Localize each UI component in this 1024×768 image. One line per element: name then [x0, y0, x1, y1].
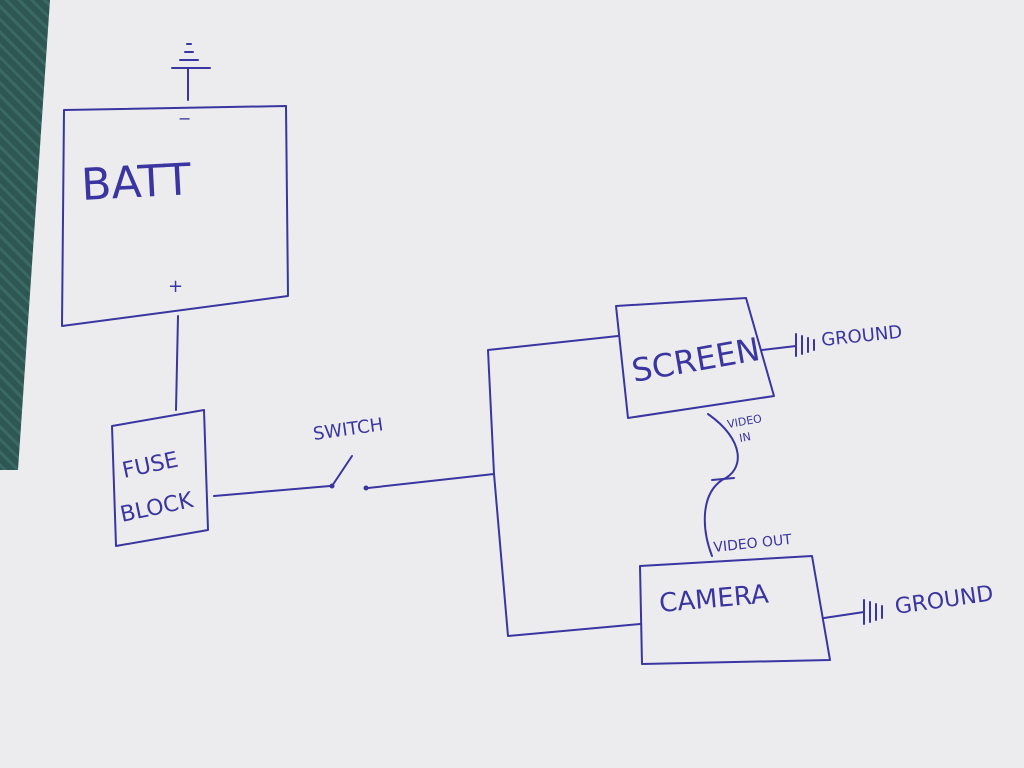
battery-negative-label: −	[178, 109, 191, 128]
battery-ground-symbol	[171, 43, 211, 101]
video-cable-connector	[711, 477, 735, 481]
screen-ground-symbol	[761, 333, 815, 357]
battery-positive-label: +	[168, 276, 183, 297]
switch-symbol	[329, 455, 369, 491]
battery-label: BATT	[80, 154, 192, 211]
screen-box	[615, 297, 775, 419]
wire-switch-junction	[367, 473, 495, 489]
camera-ground-symbol	[823, 599, 883, 625]
fuse-block-box	[111, 409, 209, 547]
wire-batt-fuse	[175, 315, 179, 411]
wire-fuse-switch	[213, 485, 331, 497]
video-in-label-line2: IN	[738, 430, 752, 445]
video-in-label-line1: VIDEO	[726, 412, 763, 431]
power-bus	[487, 335, 641, 637]
camera-box	[639, 555, 831, 665]
battery-box	[61, 105, 289, 327]
